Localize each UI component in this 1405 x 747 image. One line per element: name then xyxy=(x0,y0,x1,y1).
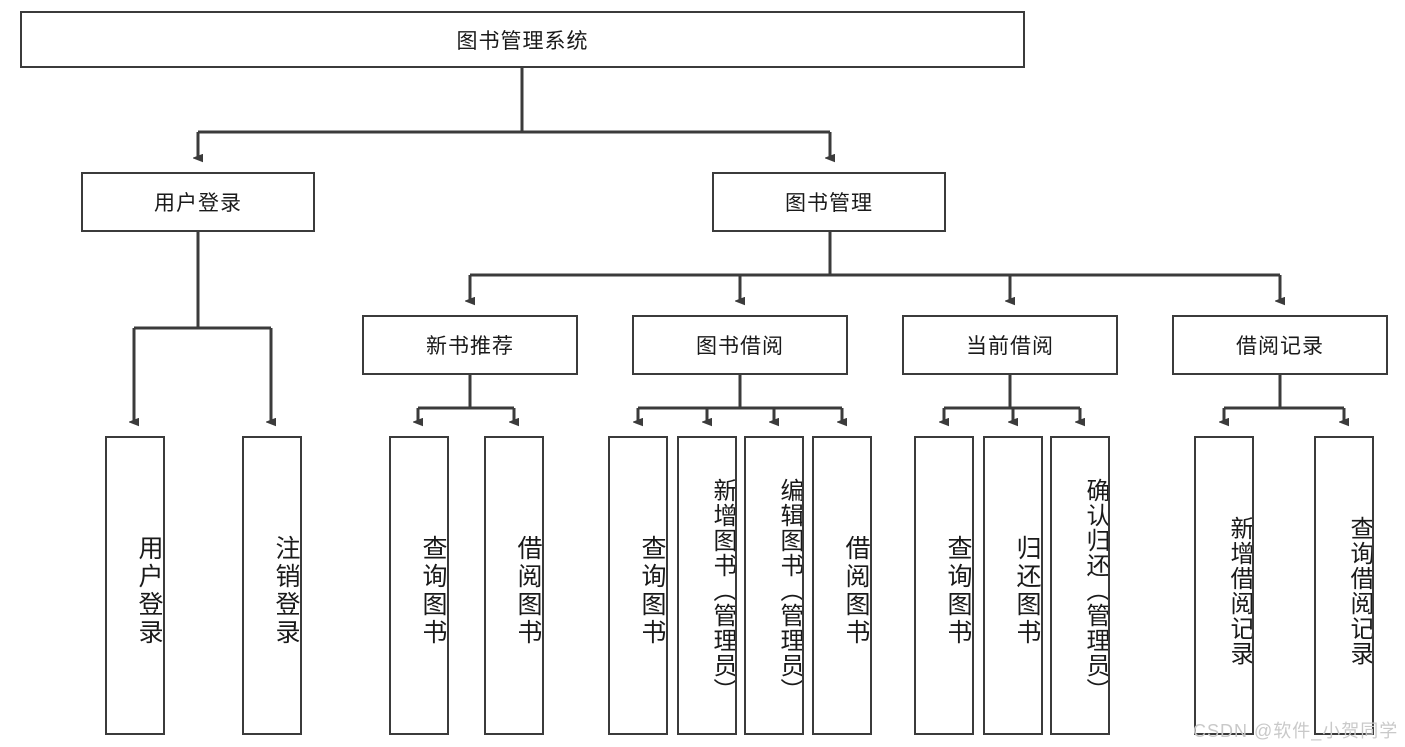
csdn-watermark: CSDN @软件_小贺同学 xyxy=(1193,721,1399,741)
node-leaf-return-book[interactable]: 归还图书 xyxy=(983,436,1043,735)
node-leaf-query-book-3[interactable]: 查询图书 xyxy=(914,436,974,735)
node-borrow-record[interactable]: 借阅记录 xyxy=(1172,315,1388,375)
node-leaf-add-book-admin[interactable]: 新增图书（管理员） xyxy=(677,436,737,735)
node-leaf-edit-book-admin[interactable]: 编辑图书（管理员） xyxy=(744,436,804,735)
node-book-borrow[interactable]: 图书借阅 xyxy=(632,315,848,375)
node-leaf-user-login[interactable]: 用户登录 xyxy=(105,436,165,735)
node-book-management[interactable]: 图书管理 xyxy=(712,172,946,232)
node-leaf-add-borrow-record[interactable]: 新增借阅记录 xyxy=(1194,436,1254,735)
node-user-login[interactable]: 用户登录 xyxy=(81,172,315,232)
node-leaf-borrow-book-2[interactable]: 借阅图书 xyxy=(812,436,872,735)
node-leaf-confirm-return-admin[interactable]: 确认归还（管理员） xyxy=(1050,436,1110,735)
node-leaf-query-book-1[interactable]: 查询图书 xyxy=(389,436,449,735)
node-leaf-borrow-book-1[interactable]: 借阅图书 xyxy=(484,436,544,735)
node-leaf-query-book-2[interactable]: 查询图书 xyxy=(608,436,668,735)
node-leaf-query-borrow-record[interactable]: 查询借阅记录 xyxy=(1314,436,1374,735)
node-new-book-recommend[interactable]: 新书推荐 xyxy=(362,315,578,375)
node-current-borrow[interactable]: 当前借阅 xyxy=(902,315,1118,375)
node-leaf-logout-login[interactable]: 注销登录 xyxy=(242,436,302,735)
node-root-system[interactable]: 图书管理系统 xyxy=(20,11,1025,68)
